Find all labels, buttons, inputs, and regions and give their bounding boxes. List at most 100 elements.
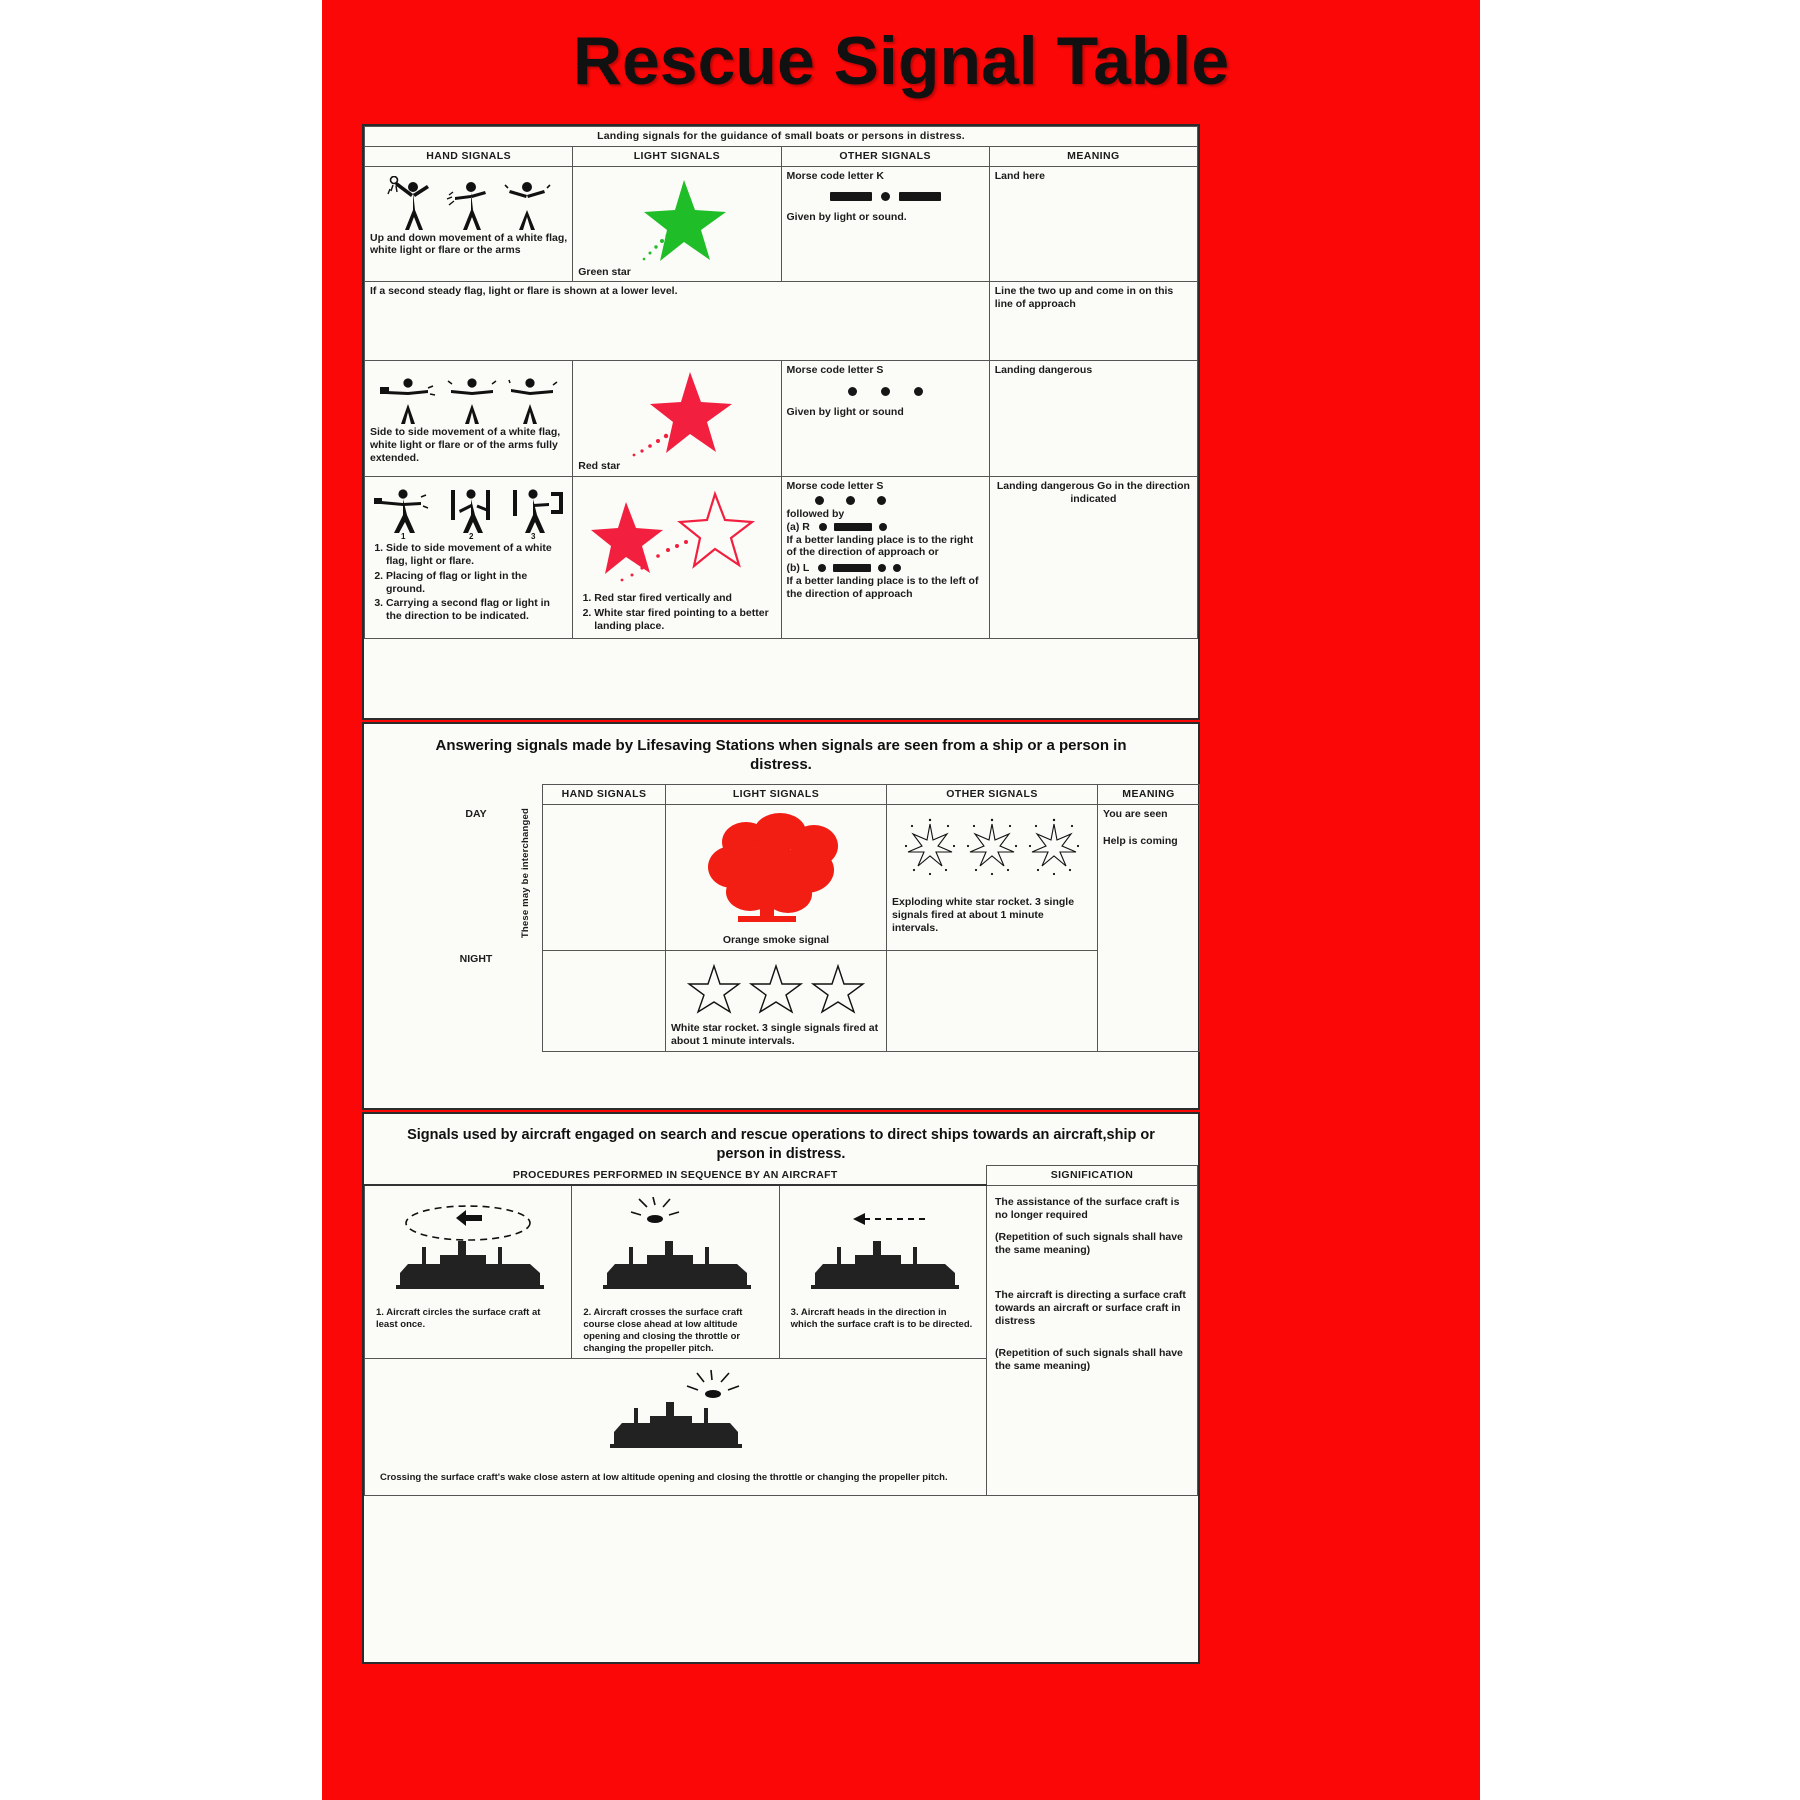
cell2-light-night: White star rocket. 3 single signals fire… <box>665 949 887 1052</box>
signification-2: (Repetition of such signals shall have t… <box>995 1231 1183 1257</box>
person-step2-icon: 2 <box>450 489 490 540</box>
morse-dot <box>814 495 824 505</box>
morse-s-graphic-4 <box>787 493 984 508</box>
table-row: HAND SIGNALS LIGHT SIGNALS OTHER SIGNALS… <box>442 784 1200 806</box>
aircraft-crossing-wake-icon <box>609 1369 742 1448</box>
cell-hand-4: 1 2 <box>363 476 574 639</box>
meaning-help-is-coming: Help is coming <box>1103 834 1178 847</box>
cell2-meaning: You are seen Help is coming <box>1097 804 1200 1052</box>
morse-dash <box>829 192 872 202</box>
light-steps-list-4: Red star fired vertically and White star… <box>578 592 775 632</box>
cell3-step2: 2. Aircraft crosses the surface craft co… <box>571 1184 780 1359</box>
person-arms-mid-icon <box>447 378 497 425</box>
other-option-b: (b) L <box>787 562 984 575</box>
col2-light-signals: LIGHT SIGNALS <box>665 784 887 806</box>
morse-dot <box>818 523 827 531</box>
light-caption-night: White star rocket. 3 single signals fire… <box>671 1021 879 1047</box>
row-label-night: NIGHT <box>459 953 493 966</box>
other-title-4: Morse code letter S <box>786 480 884 493</box>
other-note-1: Given by light or sound. <box>786 211 907 224</box>
option-b-label: (b) L <box>786 562 810 575</box>
cell3-step3: 3. Aircraft heads in the direction in wh… <box>778 1184 988 1359</box>
morse-dot <box>847 387 857 397</box>
svg-text:1: 1 <box>401 532 406 540</box>
morse-dash <box>898 192 941 202</box>
cell2-hand-night <box>542 949 666 1052</box>
other-b-text: If a better landing place is to the left… <box>786 574 979 600</box>
white-star-icon <box>686 963 742 1014</box>
section-landing-signals: Landing signals for the guidance of smal… <box>362 124 1200 720</box>
answering-signals-title: Answering signals made by Lifesaving Sta… <box>435 737 1127 774</box>
cell-meaning-1: Land here <box>988 165 1199 283</box>
aircraft-crosses-graphic <box>577 1189 773 1303</box>
morse-dash <box>832 564 871 573</box>
signification-4: (Repetition of such signals shall have t… <box>995 1347 1183 1373</box>
hand-caption-1: Up and down movement of a white flag, wh… <box>370 231 568 257</box>
person-arms-left-icon <box>379 378 435 425</box>
white-star-icon <box>810 963 866 1014</box>
morse-k-graphic <box>787 182 984 211</box>
row-label-day: DAY <box>465 807 487 820</box>
cell-other-4: Morse code letter S followed by (a) R <box>780 476 990 639</box>
table-row: DAY These may be interchanged <box>442 804 1200 1052</box>
hand-step: Side to side movement of a white flag, l… <box>386 542 567 568</box>
morse-dot <box>877 564 886 573</box>
light-caption-day: Orange smoke signal <box>722 934 830 947</box>
landing-signals-table: Landing signals for the guidance of smal… <box>363 126 1199 639</box>
light-step: White star fired pointing to a better la… <box>594 607 775 633</box>
light-caption-3: Red star <box>578 460 621 473</box>
red-white-star-graphic <box>578 480 775 590</box>
table-row: If a second steady flag, light or flare … <box>364 281 1199 362</box>
other-a-text: If a better landing place is to the righ… <box>786 533 974 559</box>
table-row: Landing signals for the guidance of smal… <box>364 126 1198 147</box>
morse-dash <box>833 523 872 531</box>
morse-dot <box>913 387 923 397</box>
cell-meaning-2: Line the two up and come in on this line… <box>988 281 1199 362</box>
morse-s-graphic <box>787 377 984 406</box>
aircraft-signals-title: Signals used by aircraft engaged on sear… <box>407 1127 1155 1162</box>
aircraft-wake-graphic <box>370 1362 981 1466</box>
star-burst-icon <box>966 818 1018 876</box>
hand-figures-updown <box>370 170 567 232</box>
table-row: PROCEDURES PERFORMED IN SEQUENCE BY AN A… <box>364 1165 1198 1187</box>
interchange-label-cell: These may be interchanged <box>510 805 543 1051</box>
cell3-bottom: Crossing the surface craft's wake close … <box>364 1357 987 1496</box>
section-answering-signals: Answering signals made by Lifesaving Sta… <box>362 722 1200 1110</box>
person-step3-icon: 3 <box>512 489 563 540</box>
aircraft-crossing-ship-icon <box>603 1197 752 1290</box>
other-option-a: (a) R <box>787 521 984 534</box>
aircraft-bottom-note: Crossing the surface craft's wake close … <box>380 1471 948 1483</box>
star-burst-icon <box>904 818 956 876</box>
table-row: HAND SIGNALS LIGHT SIGNALS OTHER SIGNALS… <box>363 145 1199 167</box>
cell3-step1: 1. Aircraft circles the surface craft at… <box>363 1184 573 1359</box>
star-burst-icon <box>1028 818 1080 876</box>
col2-other-signals: OTHER SIGNALS <box>886 784 1098 806</box>
hand-figures-three-steps: 1 2 <box>370 480 567 540</box>
green-star-icon <box>642 179 726 261</box>
col3-signification: SIGNIFICATION <box>986 1165 1198 1186</box>
svg-text:3: 3 <box>531 532 536 540</box>
cell-meaning-4: Landing dangerous Go in the direction in… <box>988 476 1199 639</box>
second-flag-note: If a second steady flag, light or flare … <box>364 281 990 362</box>
light-step: Red star fired vertically and <box>594 592 775 605</box>
col2-meaning: MEANING <box>1097 784 1200 806</box>
white-star-rocket-graphic <box>671 954 881 1022</box>
cell2-other-night <box>886 949 1098 1052</box>
aircraft-circling-ship-icon <box>396 1205 545 1290</box>
col-other-signals: OTHER SIGNALS <box>780 145 990 167</box>
person-flag-down-icon <box>504 181 551 230</box>
svg-text:2: 2 <box>469 532 474 540</box>
hand-figures-sidetoside <box>370 364 567 426</box>
cell-meaning-3: Landing dangerous <box>988 360 1199 478</box>
hand-step: Carrying a second flag or light in the d… <box>386 597 567 623</box>
table-row: 1 2 <box>363 476 1199 639</box>
white-star-icon <box>748 963 804 1014</box>
light-caption-1: Green star <box>578 265 631 278</box>
orange-smoke-graphic <box>671 808 881 934</box>
morse-l-graphic <box>817 564 901 573</box>
morse-dot <box>880 387 890 397</box>
other-title-3: Morse code letter S <box>786 364 884 377</box>
table-row: Crossing the surface craft's wake close … <box>364 1357 1198 1496</box>
aircraft-heads-graphic <box>785 1189 981 1303</box>
cell2-light-day: Orange smoke signal <box>665 804 887 951</box>
